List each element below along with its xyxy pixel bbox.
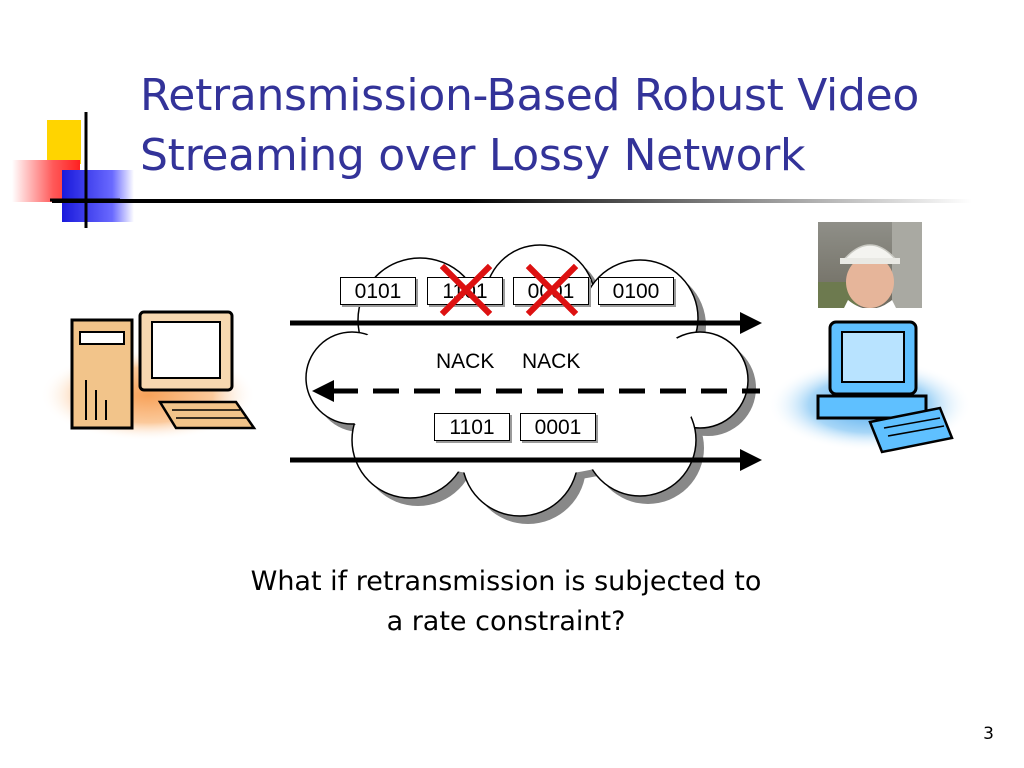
retransmitted-packet-box: 0001 xyxy=(520,413,596,441)
forward-arrow-bottom xyxy=(290,449,762,471)
question-line-1: What if retransmission is subjected to xyxy=(250,566,762,597)
title-line-1: Retransmission-Based Robust Video xyxy=(140,70,919,121)
packet-box: 0101 xyxy=(340,277,416,305)
nack-label: NACK xyxy=(522,350,581,373)
receiver-computer-icon xyxy=(768,320,972,454)
title-underline xyxy=(52,199,972,203)
slide-title: Retransmission-Based Robust Video Stream… xyxy=(140,66,1000,186)
retransmitted-packet-box: 1101 xyxy=(434,413,510,441)
sender-computer-icon xyxy=(40,310,257,441)
video-frame-thumbnail xyxy=(818,222,922,309)
title-line-2: Streaming over Lossy Network xyxy=(140,130,806,181)
nack-label: NACK xyxy=(436,350,495,373)
question-line-2: a rate constraint? xyxy=(386,606,626,637)
packet-box: 0100 xyxy=(598,277,674,305)
loss-mark-2 xyxy=(525,263,579,317)
page-number: 3 xyxy=(983,724,994,744)
forward-arrow-top xyxy=(290,312,762,334)
nack-arrow-dashed xyxy=(312,380,760,402)
loss-mark-1 xyxy=(439,263,493,317)
question-text: What if retransmission is subjected to a… xyxy=(200,562,812,642)
